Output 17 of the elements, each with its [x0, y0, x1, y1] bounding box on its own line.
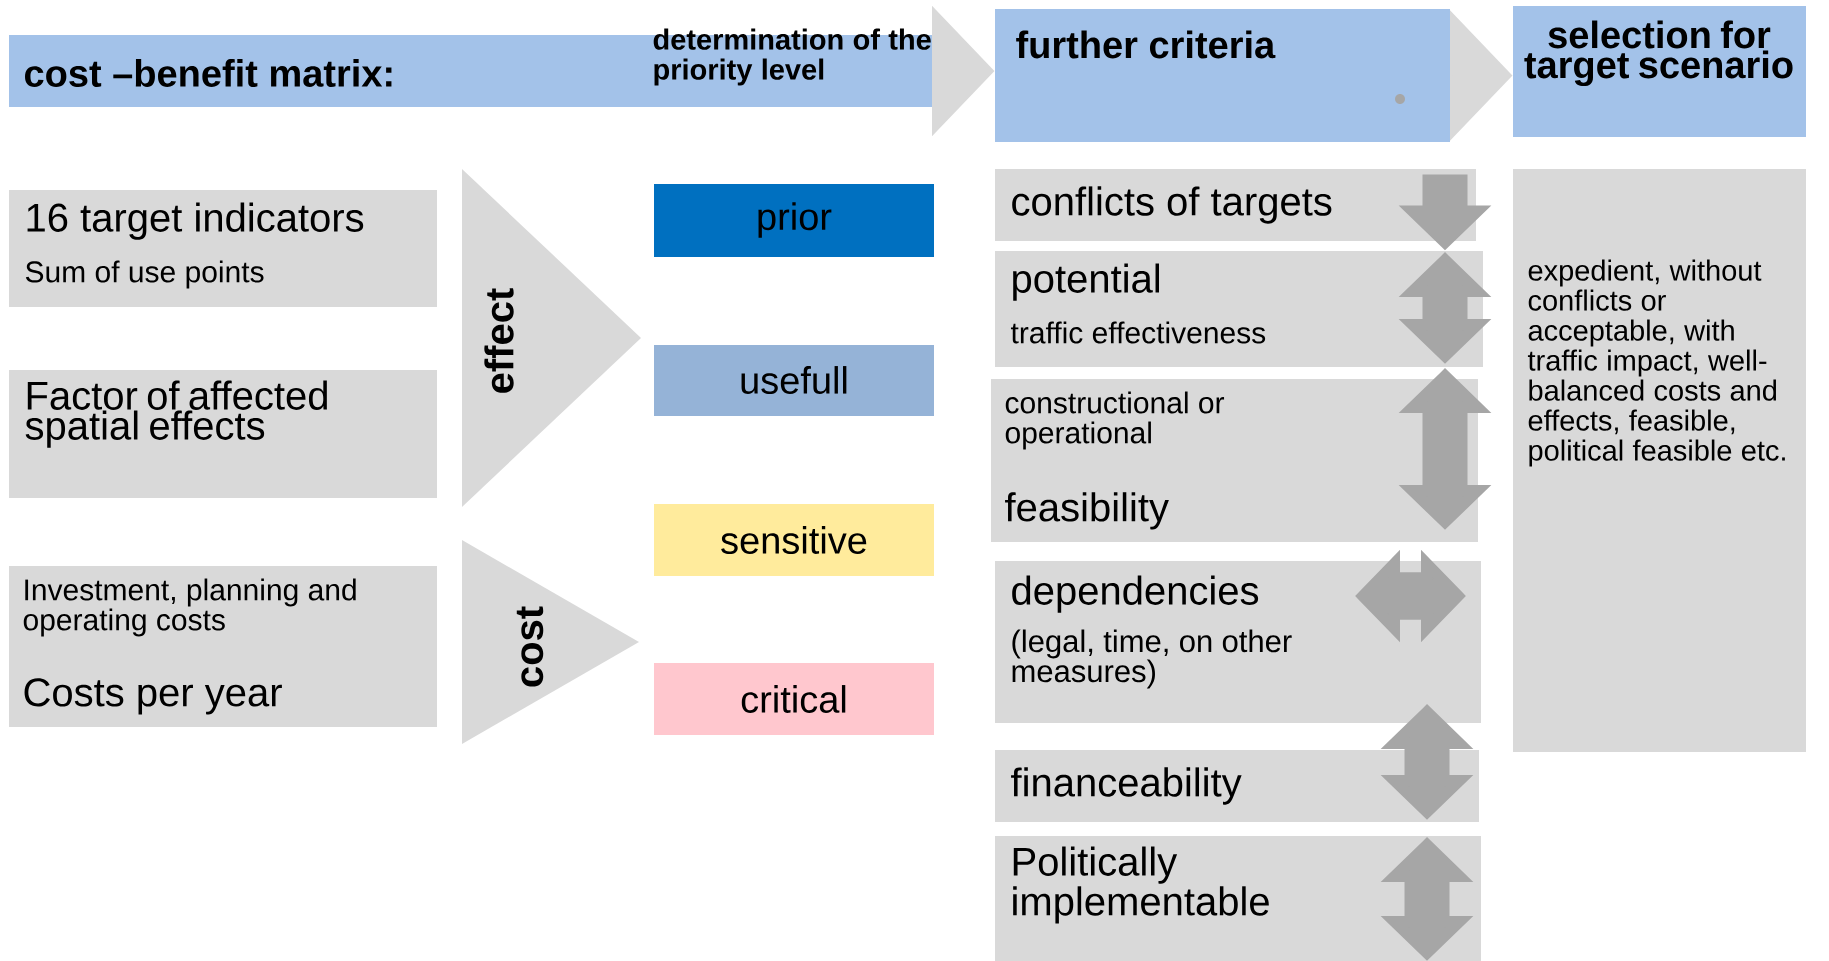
- priority-box: prior: [654, 184, 934, 257]
- criteria-box: dependencies (legal, time, on other measures): [995, 561, 1481, 723]
- header-box: selection for target scenario: [1513, 6, 1806, 137]
- priority-box: critical: [654, 663, 934, 735]
- criteria-box: conflicts of targets: [995, 169, 1476, 241]
- indicator-box: 16 target indicators Sum of use points: [9, 190, 437, 307]
- selection-box: expedient, without conflicts or acceptable, with traffic impact, well-balanced costs and effects, feasible, political feasible etc.: [1513, 169, 1806, 752]
- criteria-box: financeability: [995, 750, 1479, 822]
- priority-box: usefull: [654, 345, 934, 416]
- cost-triangle: cost: [462, 540, 639, 744]
- priority-box: sensitive: [654, 504, 934, 576]
- indicator-box: Factor of affected spatial effects: [9, 370, 437, 498]
- criteria-box: Politically implementable: [995, 836, 1481, 961]
- header-band: cost –benefit matrix: determination of the priority level: [9, 28, 934, 107]
- header-box: further criteria: [995, 9, 1450, 142]
- effect-triangle: effect: [462, 169, 641, 507]
- indicator-box: Investment, planning and operating costs Costs per year: [9, 566, 437, 727]
